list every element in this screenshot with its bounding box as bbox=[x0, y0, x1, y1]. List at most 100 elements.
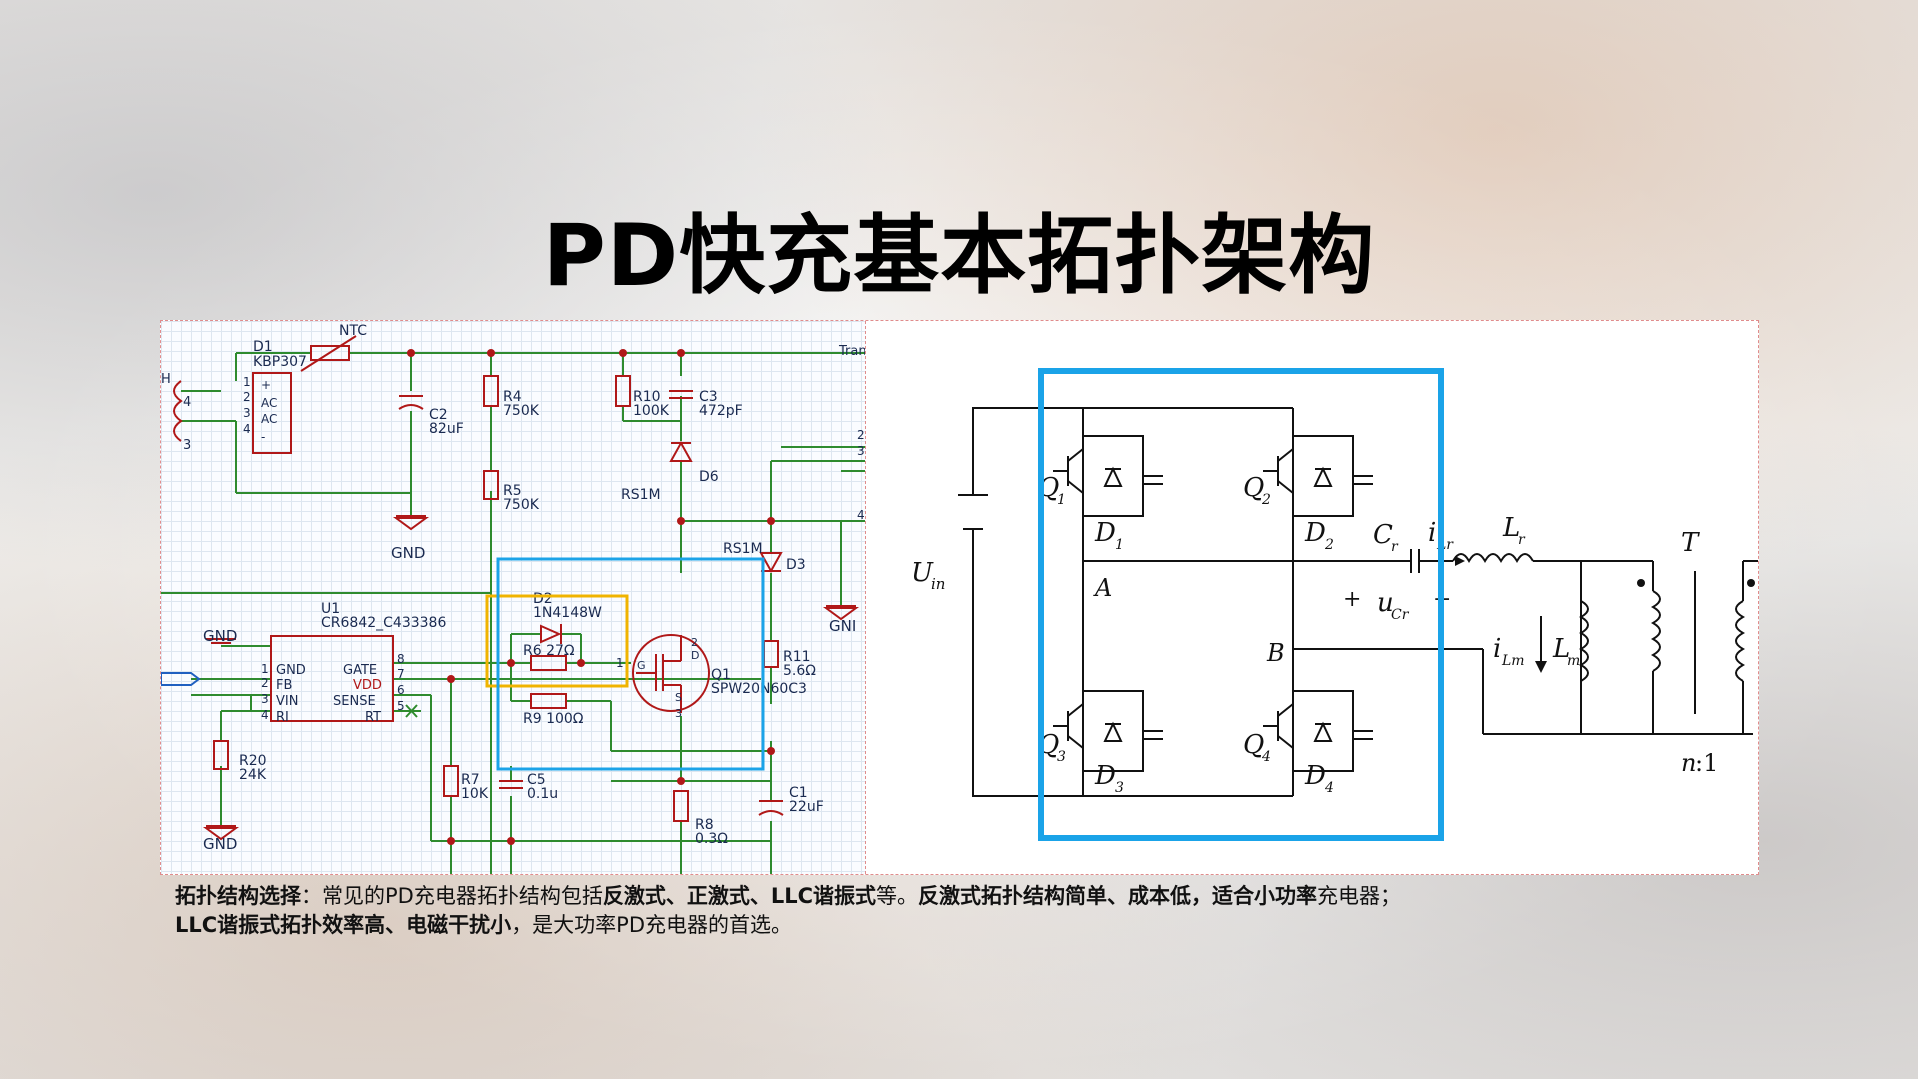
label-d1: D bbox=[1094, 518, 1116, 548]
caption-text-3: 充电器； bbox=[1317, 884, 1402, 908]
label-r5-val: 750K bbox=[503, 497, 540, 513]
label-d1-sub: 1 bbox=[1115, 537, 1124, 553]
label-ucr: u bbox=[1377, 588, 1394, 618]
label-ratio-n: n bbox=[1681, 749, 1696, 777]
flyback-schematic-panel: D1 KBP307 NTC Tran H 4 3 1 2 3 4 + AC AC… bbox=[161, 321, 866, 874]
label-q1-sub: 1 bbox=[1057, 492, 1066, 508]
label-gnd1: GND bbox=[391, 544, 425, 562]
label-q-s: 3 bbox=[675, 707, 682, 720]
label-r11: R11 bbox=[783, 649, 811, 665]
label-n4: 4 bbox=[243, 422, 251, 436]
label-r8-val: 0.3Ω bbox=[695, 831, 728, 847]
label-ratio-rest: :1 bbox=[1695, 749, 1718, 777]
label-rs1m-b: RS1M bbox=[723, 541, 763, 557]
label-q-d: 2 bbox=[691, 636, 698, 649]
label-r4: R4 bbox=[503, 389, 522, 405]
label-u1-fb: FB bbox=[276, 678, 292, 693]
label-q1-val: SPW20N60C3 bbox=[711, 681, 807, 697]
flyback-schematic: D1 KBP307 NTC Tran H 4 3 1 2 3 4 + AC AC… bbox=[161, 323, 865, 874]
caption-bold-types: 反激式、正激式、LLC谐振式 bbox=[602, 884, 877, 908]
label-c5: C5 bbox=[527, 772, 546, 788]
label-r6: R6 27Ω bbox=[523, 643, 575, 659]
label-lm-sub: m bbox=[1567, 653, 1580, 669]
label-rp3: 3 bbox=[857, 444, 865, 458]
label-c3: C3 bbox=[699, 389, 718, 405]
label-u1-gate: GATE bbox=[343, 663, 377, 678]
label-gnd2: GND bbox=[203, 627, 237, 645]
label-r10-val: 100K bbox=[633, 403, 670, 419]
label-u1-p8: 8 bbox=[397, 652, 405, 666]
label-gnd3: GND bbox=[203, 835, 237, 853]
caption-text: 拓扑结构选择：常见的PD充电器拓扑结构包括反激式、正激式、LLC谐振式等。反激式… bbox=[175, 882, 1775, 940]
label-lm: L bbox=[1552, 634, 1570, 664]
label-q3-sub: 3 bbox=[1057, 749, 1066, 765]
label-q-g: 1 bbox=[616, 656, 624, 670]
caption-bold-topology-choice: 拓扑结构选择 bbox=[175, 884, 301, 908]
label-r5: R5 bbox=[503, 483, 522, 499]
label-rs1m-a: RS1M bbox=[621, 487, 661, 503]
label-d3: D3 bbox=[786, 557, 806, 573]
label-ilm-sub: Lm bbox=[1501, 653, 1525, 669]
caption-text-2: 等。 bbox=[876, 884, 919, 908]
label-d3: D bbox=[1094, 761, 1116, 791]
label-c2: C2 bbox=[429, 407, 448, 423]
caption-line-2: LLC谐振式拓扑效率高、电磁干扰小，是大功率PD充电器的首选。 bbox=[175, 911, 1775, 940]
label-r20-val: 24K bbox=[239, 767, 267, 783]
label-r9: R9 100Ω bbox=[523, 711, 584, 727]
label-u1-sense: SENSE bbox=[333, 694, 376, 709]
label-r7-val: 10K bbox=[461, 786, 489, 802]
label-c1: C1 bbox=[789, 785, 808, 801]
full-bridge-highlight bbox=[1038, 368, 1444, 841]
label-u1-rt: RT bbox=[365, 710, 381, 725]
label-d6: D6 bbox=[699, 469, 719, 485]
label-uin: U bbox=[911, 558, 934, 588]
label-pin-ac1: AC bbox=[261, 396, 277, 410]
label-q-gl: G bbox=[637, 659, 646, 672]
label-u1-p4: 4 bbox=[261, 708, 269, 722]
label-n3: 3 bbox=[243, 406, 251, 420]
label-u1-ri: RI bbox=[276, 710, 289, 725]
label-ntc: NTC bbox=[339, 323, 367, 339]
label-lr-sub: r bbox=[1518, 532, 1526, 548]
label-d1: D1 bbox=[253, 339, 273, 355]
label-pin3: 3 bbox=[183, 438, 191, 453]
llc-topology-diagram: U in Q 1 Q 2 Q 3 Q 4 D 1 D 2 D 3 D 4 A B… bbox=[911, 368, 1758, 841]
caption-line-1: 拓扑结构选择：常见的PD充电器拓扑结构包括反激式、正激式、LLC谐振式等。反激式… bbox=[175, 882, 1775, 911]
figure-area: D1 KBP307 NTC Tran H 4 3 1 2 3 4 + AC AC… bbox=[160, 320, 1759, 875]
label-u1-p3: 3 bbox=[261, 692, 269, 706]
label-n2: 2 bbox=[243, 390, 251, 404]
label-ucr-sub: Cr bbox=[1391, 607, 1410, 623]
label-u1-vin: VIN bbox=[276, 694, 298, 709]
label-cr: C bbox=[1373, 520, 1393, 550]
switch-stage-highlight bbox=[496, 557, 765, 771]
label-d2-sub: 2 bbox=[1324, 537, 1334, 553]
label-r7: R7 bbox=[461, 772, 480, 788]
label-c5-val: 0.1u bbox=[527, 786, 558, 802]
label-plus: + bbox=[1343, 587, 1361, 612]
caption-text-4: ，是大功率PD充电器的首选。 bbox=[511, 913, 793, 937]
label-u1: U1 bbox=[321, 601, 340, 617]
label-d4: D bbox=[1304, 761, 1326, 791]
label-q4-sub: 4 bbox=[1261, 749, 1271, 765]
label-pin4: 4 bbox=[183, 395, 191, 410]
label-u1-p2: 2 bbox=[261, 676, 269, 690]
label-d2-val: 1N4148W bbox=[533, 605, 602, 621]
label-d2: D bbox=[1304, 518, 1326, 548]
llc-topology-panel: U in Q 1 Q 2 Q 3 Q 4 D 1 D 2 D 3 D 4 A B… bbox=[873, 321, 1758, 874]
label-d4-sub: 4 bbox=[1324, 780, 1334, 796]
caption-bold-flyback: 反激式拓扑结构简单、成本低，适合小功率 bbox=[918, 884, 1318, 908]
label-u1-p1: 1 bbox=[261, 662, 269, 676]
label-q2: Q bbox=[1243, 473, 1264, 503]
label-u1-vdd: VDD bbox=[353, 678, 382, 693]
label-r10: R10 bbox=[633, 389, 661, 405]
label-u1-val: CR6842_C433386 bbox=[321, 615, 446, 631]
label-u1-p7: 7 bbox=[397, 667, 405, 681]
label-pin-minus: - bbox=[261, 430, 265, 444]
label-t: T bbox=[1681, 528, 1700, 558]
label-r4-val: 750K bbox=[503, 403, 540, 419]
label-h: H bbox=[161, 372, 171, 387]
label-c1-val: 22uF bbox=[789, 799, 824, 815]
label-rp2: 2 bbox=[857, 428, 865, 442]
label-r8: R8 bbox=[695, 817, 714, 833]
label-r11-val: 5.6Ω bbox=[783, 663, 816, 679]
